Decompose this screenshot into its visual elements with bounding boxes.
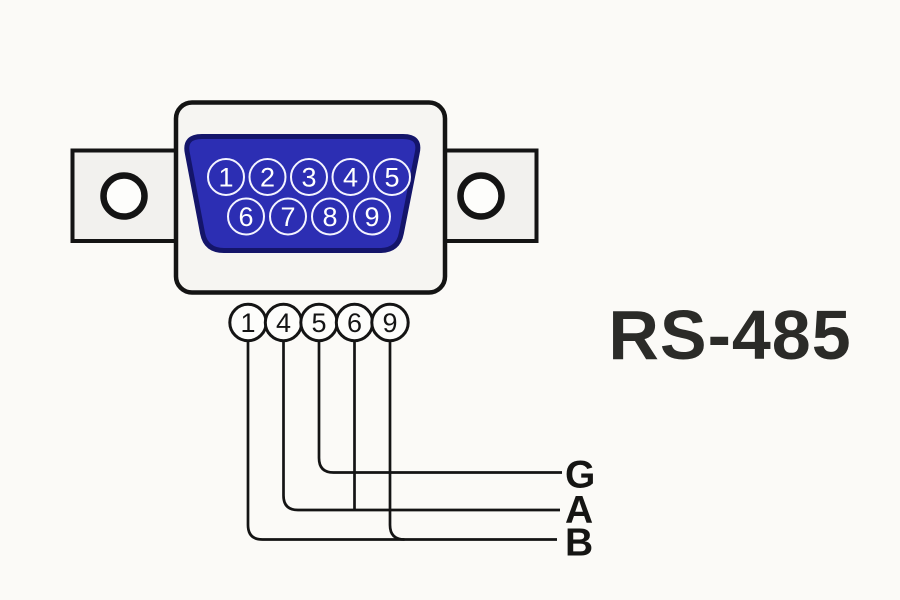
wire-pin1-to-B (246, 340, 557, 541)
wire-pin9-to-B (388, 340, 405, 541)
breakout-pin-4-label: 4 (276, 308, 291, 338)
pin-6-circle (227, 197, 265, 236)
pin-3-label: 3 (301, 163, 316, 193)
wire-pin4-to-A (282, 340, 560, 512)
pin-2-label: 2 (260, 163, 275, 193)
pin-8-circle (311, 197, 349, 236)
screw-hole-right (457, 172, 505, 220)
breakout-pin-9-circle (370, 302, 410, 343)
breakout-pin-row: 1 4 5 6 9 (228, 302, 410, 343)
breakout-pin-1-label: 1 (240, 308, 255, 338)
pin-3-circle (290, 158, 328, 196)
pin-4-label: 4 (343, 163, 358, 193)
signal-label-G: G (565, 454, 595, 497)
pin-9-label: 9 (364, 202, 379, 232)
wires (246, 340, 562, 541)
wire-pin5-to-G (317, 340, 562, 474)
pin-row-top: 1 2 3 4 5 (207, 158, 411, 196)
breakout-pin-5-label: 5 (311, 308, 326, 338)
pin-7-label: 7 (280, 202, 295, 232)
pin-4-circle (331, 158, 370, 196)
signal-label-B: B (565, 522, 593, 565)
pin-5-circle (373, 158, 411, 196)
breakout-pin-6-label: 6 (347, 308, 362, 338)
pin-9-circle (353, 197, 391, 236)
pin-8-label: 8 (322, 202, 337, 232)
pin-row-bottom: 6 7 8 9 (227, 197, 391, 236)
pin-7-circle (269, 197, 307, 236)
pin-5-label: 5 (384, 163, 399, 193)
breakout-pin-9-label: 9 (382, 308, 397, 338)
pin-2-circle (248, 158, 287, 196)
signal-label-A: A (565, 489, 593, 532)
pin-1-label: 1 (218, 163, 233, 193)
screw-hole-left (100, 172, 148, 220)
pin-6-label: 6 (238, 202, 253, 232)
diagram-title: RS-485 (608, 296, 851, 374)
pin-1-circle (207, 158, 245, 196)
